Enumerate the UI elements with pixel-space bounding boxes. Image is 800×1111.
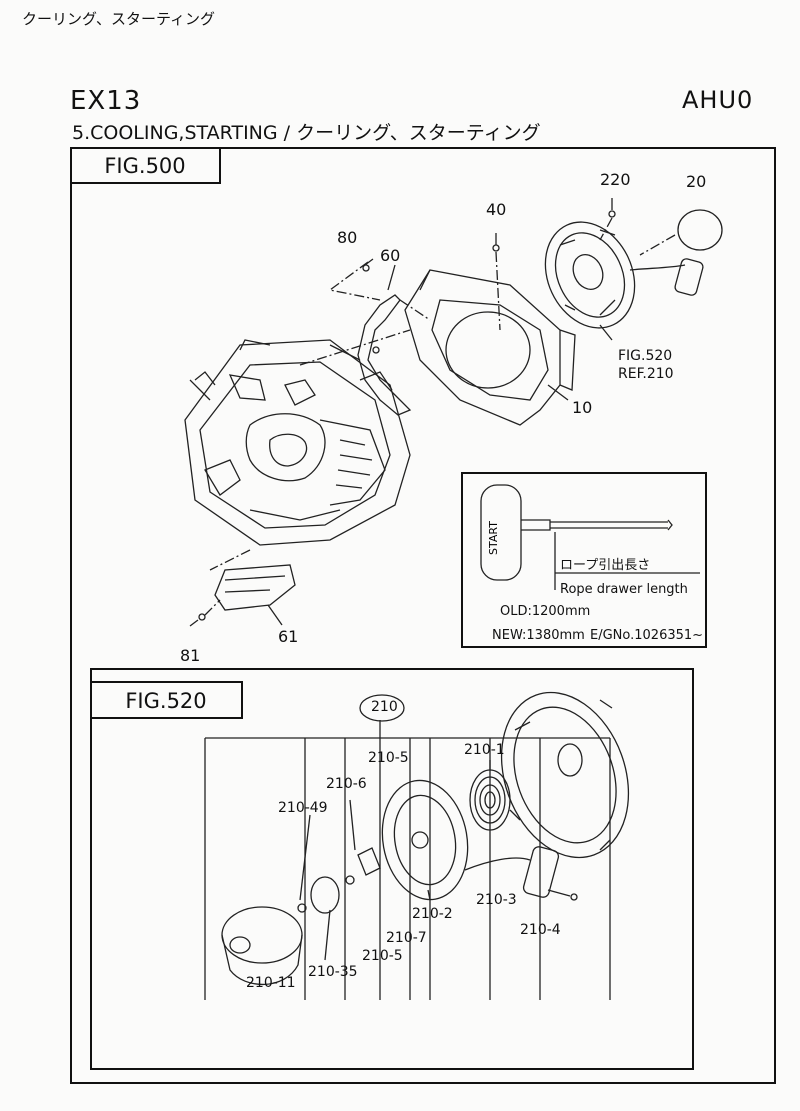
callout-60: 60: [380, 246, 401, 265]
starter-pulley: [221, 906, 303, 986]
callout-40: 40: [486, 200, 507, 219]
page-frame: [70, 147, 776, 1084]
starter-cap: [677, 209, 723, 251]
assembly-lines: [204, 217, 676, 616]
rope-length-inset: [461, 472, 707, 648]
rope-length-jp: ロープ引出長さ: [560, 558, 651, 573]
callout-210-2: 210-2: [412, 906, 453, 922]
model-code: AHU0: [682, 86, 754, 114]
under-guard: [214, 564, 296, 611]
reference-ref210: REF.210: [618, 366, 674, 382]
callout-220: 220: [600, 170, 631, 189]
handle-and-rope: [464, 846, 578, 901]
fig500-label: FIG.500: [71, 148, 221, 184]
callout-210-35: 210-35: [308, 964, 358, 980]
grip-text: START: [487, 521, 500, 555]
model-number: EX13: [70, 86, 142, 116]
fig520-frame: [90, 668, 694, 1070]
callout-210-49: 210-49: [278, 800, 328, 816]
recoil-starter-assembly: [544, 221, 704, 329]
bolts: [189, 198, 616, 627]
fig520-bracket: [204, 694, 611, 1000]
callout-210-1: 210-1: [464, 742, 505, 758]
cylinder-baffle: [357, 294, 412, 416]
ratchet: [345, 847, 381, 885]
friction-plate: [297, 876, 340, 914]
callout-80: 80: [337, 228, 358, 247]
fig520-leaders: [299, 760, 491, 961]
fig520-label: FIG.520: [91, 681, 243, 719]
callout-81: 81: [180, 646, 201, 665]
callout-10: 10: [572, 398, 593, 417]
engine-serial: E/GNo.1026351~: [590, 628, 704, 643]
callout-210-5-bottom: 210-5: [362, 948, 403, 964]
fig500-leaders: [267, 264, 613, 626]
fan-shroud: [404, 269, 576, 426]
callout-210-6: 210-6: [326, 776, 367, 792]
callout-61: 61: [278, 627, 299, 646]
section-title: 5.COOLING,STARTING / クーリング、スターティング: [72, 122, 541, 144]
rope-length-en: Rope drawer length: [560, 582, 688, 597]
new-length: NEW:1380mm: [492, 628, 585, 643]
callout-group-210: 210: [371, 699, 398, 715]
callout-210-11: 210-11: [246, 975, 296, 991]
corner-caption: クーリング、スターティング: [22, 10, 216, 28]
callout-210-3: 210-3: [476, 892, 517, 908]
reel: [381, 779, 469, 901]
recoil-spring: [469, 769, 511, 831]
callout-20: 20: [686, 172, 707, 191]
starter-case: [500, 691, 630, 859]
callout-210-5-top: 210-5: [368, 750, 409, 766]
engine-block: [184, 339, 411, 546]
callout-210-7: 210-7: [386, 930, 427, 946]
callout-210-4: 210-4: [520, 922, 561, 938]
reference-fig520: FIG.520: [618, 348, 673, 364]
starter-grip-drawing: [480, 484, 700, 590]
old-length: OLD:1200mm: [500, 604, 591, 619]
